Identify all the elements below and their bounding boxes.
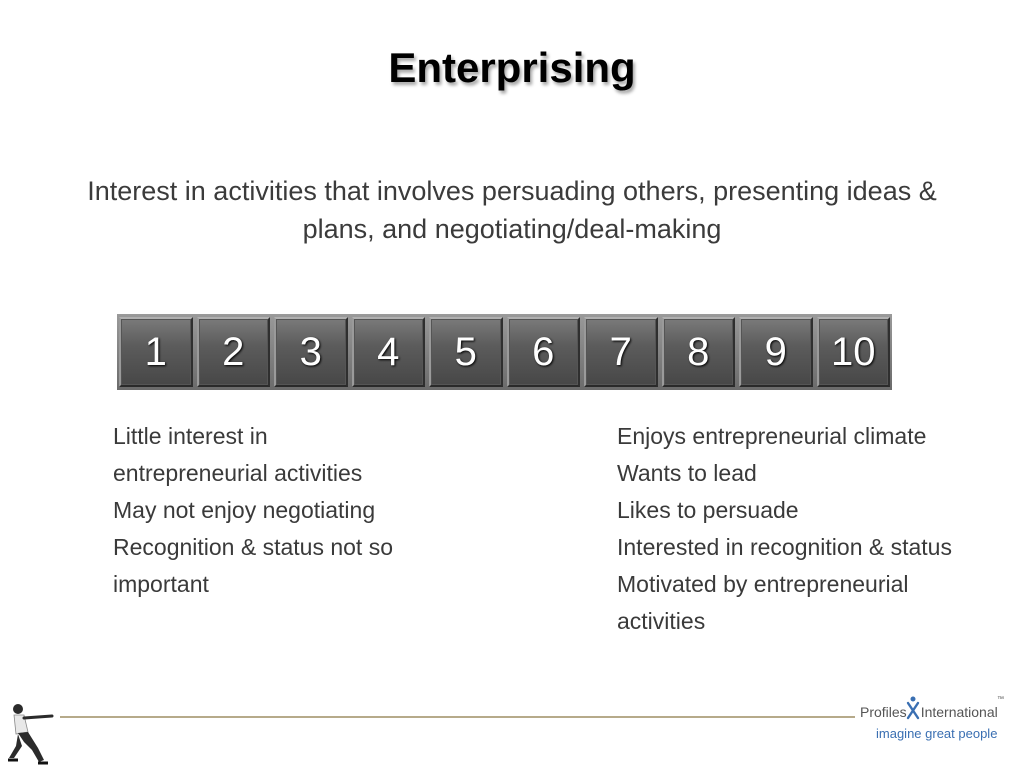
- logo-text-profiles: Profiles: [860, 704, 907, 720]
- scale-cell-4: 4: [351, 317, 425, 387]
- low-trait-line: Little interest in: [113, 423, 268, 449]
- high-trait-line: Wants to lead: [617, 460, 757, 486]
- high-trait-line: activities: [617, 608, 706, 634]
- scale-cell-1: 1: [119, 317, 193, 387]
- low-trait-line: entrepreneurial activities: [113, 460, 363, 486]
- logo-tagline: imagine great people: [876, 726, 998, 741]
- slide-title: Enterprising: [388, 44, 636, 91]
- low-trait-line: May not enjoy negotiating: [113, 497, 376, 523]
- scale-cell-5: 5: [429, 317, 503, 387]
- high-trait-line: Likes to persuade: [617, 497, 799, 523]
- high-score-traits: Enjoys entrepreneurial climate Wants to …: [617, 418, 1012, 640]
- high-trait-line: Interested in recognition & status: [617, 534, 952, 560]
- footer-rope-line: [60, 716, 855, 718]
- low-trait-line: important: [113, 571, 209, 597]
- low-trait-line: Recognition & status not so: [113, 534, 393, 560]
- profiles-international-logo: Profiles International ™ imagine great pe…: [860, 696, 1010, 746]
- high-trait-line: Enjoys entrepreneurial climate: [617, 423, 927, 449]
- tug-of-war-figure-icon: [8, 704, 54, 765]
- scale-cell-9: 9: [739, 317, 813, 387]
- logo-text-international: International: [920, 704, 998, 720]
- scale-cell-2: 2: [196, 317, 270, 387]
- scale-cell-6: 6: [506, 317, 580, 387]
- slide-subtitle: Interest in activities that involves per…: [87, 176, 937, 244]
- logo-figure-icon: [906, 696, 920, 720]
- high-trait-line: Motivated by entrepreneurial: [617, 571, 909, 597]
- scale-cell-3: 3: [274, 317, 348, 387]
- scale-cell-10: 10: [816, 317, 890, 387]
- low-score-traits: Little interest in entrepreneurial activ…: [113, 418, 453, 603]
- rating-scale: 1 2 3 4 5 6 7 8 9 10: [117, 314, 892, 390]
- logo-trademark: ™: [997, 696, 1004, 703]
- scale-cell-7: 7: [584, 317, 658, 387]
- scale-cell-8: 8: [661, 317, 735, 387]
